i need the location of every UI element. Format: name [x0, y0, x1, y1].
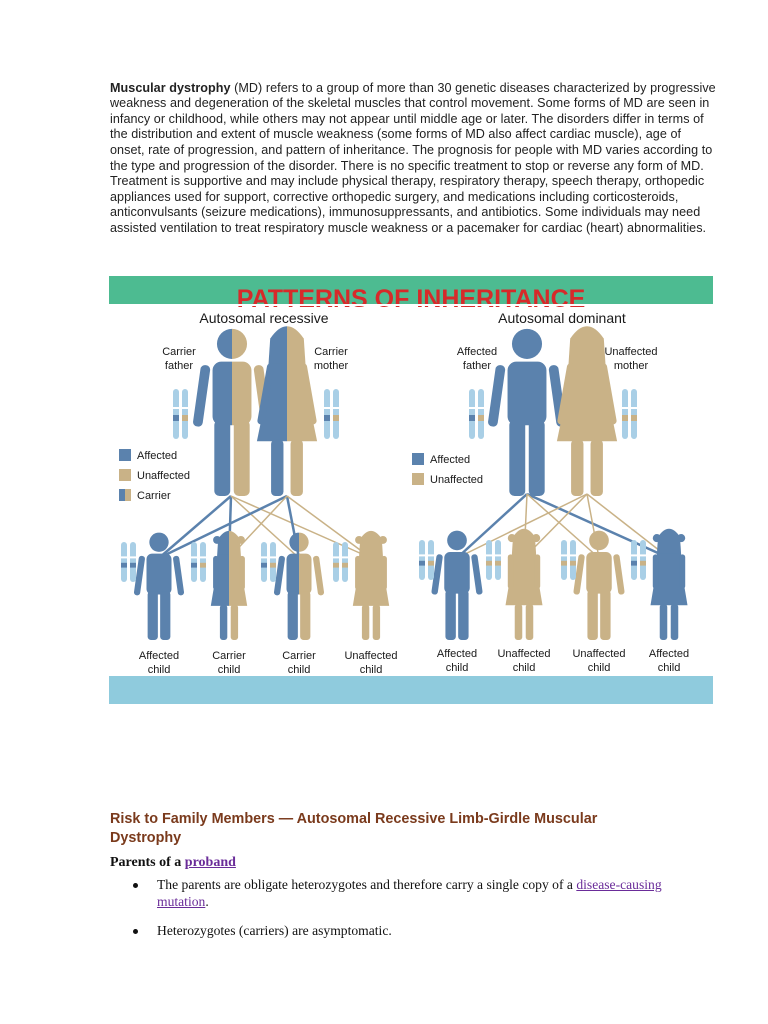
- mother-chromosomes: [622, 389, 637, 439]
- bullet-list: The parents are obligate heterozygotes a…: [110, 876, 710, 951]
- title-band: [109, 276, 713, 304]
- legend-label: Affected: [430, 454, 470, 466]
- child-label: child: [360, 664, 383, 676]
- mother-chromosomes: [324, 389, 339, 439]
- child-chromosomes: [261, 542, 276, 582]
- child-chromosomes: [486, 540, 501, 580]
- child-label: child: [588, 662, 611, 674]
- mother-label: Unaffected: [604, 346, 657, 358]
- bullet-text: Heterozygotes (carriers) are asymptomati…: [157, 923, 392, 938]
- mother-label: mother: [614, 360, 649, 372]
- intro-text: (MD) refers to a group of more than 30 g…: [110, 80, 716, 235]
- inheritance-line: [526, 493, 600, 559]
- mother-label: Carrier: [314, 346, 348, 358]
- child-label: Carrier: [212, 650, 246, 662]
- figure-title: PATTERNS OF INHERITANCE: [237, 285, 586, 313]
- proband-link[interactable]: proband: [184, 855, 236, 870]
- recessive-child-figure: [210, 530, 248, 640]
- child-label: child: [148, 664, 171, 676]
- inheritance-line: [456, 493, 528, 559]
- child-label: Carrier: [282, 650, 316, 662]
- intro-paragraph: Muscular dystrophy (MD) refers to a grou…: [110, 81, 718, 237]
- father-label: father: [165, 360, 193, 372]
- child-chromosomes: [121, 542, 136, 582]
- child-label: Affected: [649, 648, 689, 660]
- child-chromosomes: [191, 542, 206, 582]
- child-chromosomes: [631, 540, 646, 580]
- recessive-child-figure: [133, 532, 185, 640]
- father-label: Affected: [457, 346, 497, 358]
- dominant-child-figure: [505, 528, 543, 640]
- bullet-icon: [133, 929, 138, 934]
- child-label: Unaffected: [497, 648, 550, 660]
- father-chromosomes: [469, 389, 484, 439]
- affected-father-figure: [488, 328, 566, 496]
- inheritance-line: [158, 494, 288, 560]
- bullet-icon: [133, 883, 138, 888]
- bullet-item: The parents are obligate heterozygotes a…: [110, 876, 710, 910]
- father-label: Carrier: [162, 346, 196, 358]
- child-chromosomes: [561, 540, 576, 580]
- inheritance-line: [230, 495, 300, 559]
- figure-panel: [109, 304, 713, 676]
- legend-label: Carrier: [137, 490, 171, 502]
- inheritance-line: [158, 495, 232, 559]
- legend-label: Unaffected: [430, 474, 483, 486]
- disease-causing-mutation-link[interactable]: disease-causing mutation: [157, 877, 662, 909]
- bullet-text: The parents are obligate heterozygotes a…: [157, 877, 577, 892]
- dominant-child-figure: [650, 528, 688, 640]
- father-chromosomes: [173, 389, 188, 439]
- recessive-child-figure: [352, 530, 390, 640]
- unaffected-mother-figure: [556, 326, 618, 496]
- dominant-child-figure: [431, 530, 483, 640]
- dominant-child-figure: [573, 530, 625, 640]
- bullet-text-end: .: [205, 894, 209, 909]
- child-label: Unaffected: [572, 648, 625, 660]
- child-label: child: [218, 664, 241, 676]
- parents-subhead: Parents of a proband: [110, 855, 236, 871]
- child-label: Affected: [139, 650, 179, 662]
- bottom-band: [109, 676, 713, 704]
- child-label: child: [288, 664, 311, 676]
- recessive-heading: Autosomal recessive: [199, 310, 328, 326]
- mother-label: mother: [314, 360, 349, 372]
- title-cut: [109, 304, 713, 306]
- child-label: child: [513, 662, 536, 674]
- legend-label: Affected: [137, 450, 177, 462]
- recessive-child-figure: [273, 532, 325, 640]
- subhead-prefix: Parents of a: [110, 855, 185, 870]
- child-chromosomes: [419, 540, 434, 580]
- inheritance-line: [286, 495, 372, 559]
- inheritance-figure: PATTERNS OF INHERITANCE Autosomal recess…: [109, 276, 713, 704]
- legend-label: Unaffected: [137, 470, 190, 482]
- child-label: child: [658, 662, 681, 674]
- child-label: Affected: [437, 648, 477, 660]
- carrier-mother-figure: [256, 326, 318, 496]
- child-label: Unaffected: [344, 650, 397, 662]
- inheritance-line: [586, 493, 670, 559]
- figure-layer: Autosomal recessiveCarrierfatherCarrierm…: [119, 310, 689, 676]
- father-label: father: [463, 360, 491, 372]
- child-chromosomes: [333, 542, 348, 582]
- section-heading: Risk to Family Members — Autosomal Reces…: [110, 811, 598, 846]
- bullet-item: Heterozygotes (carriers) are asymptomati…: [110, 922, 710, 939]
- child-label: child: [446, 662, 469, 674]
- dominant-heading: Autosomal dominant: [498, 310, 626, 326]
- inheritance-line: [456, 493, 588, 559]
- intro-term: Muscular dystrophy: [110, 80, 231, 95]
